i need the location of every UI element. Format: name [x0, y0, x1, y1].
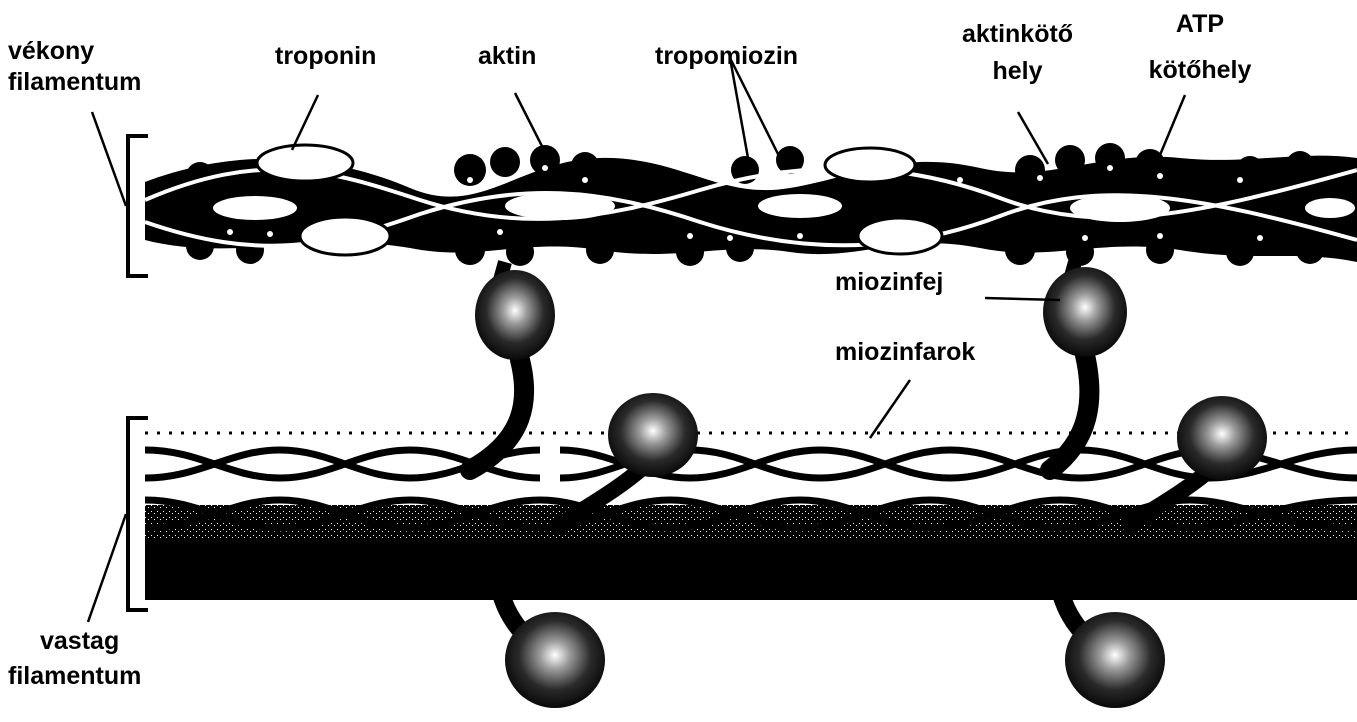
- atp-binding-site-label-line2: kötőhely: [1130, 54, 1270, 86]
- thin-filament: [145, 143, 1357, 266]
- myosin-head: [505, 612, 605, 708]
- thin-filament-label-line1: vékony: [8, 35, 94, 67]
- myosin-head: [1177, 396, 1267, 480]
- myosin-head: [475, 270, 555, 360]
- actin-binding-site-label-line2: hely: [925, 55, 1110, 87]
- thick-filament: [145, 433, 1357, 600]
- troponin-label: troponin: [275, 40, 376, 72]
- myosin-tail-label: miozinfarok: [835, 336, 975, 368]
- tropomyosin-leader: [730, 58, 748, 158]
- actin-binding-site-label-line1: aktinkötő: [925, 18, 1110, 50]
- thick-filament-label-line2: filamentum: [8, 660, 141, 692]
- troponin-leader: [292, 95, 318, 150]
- myosin-head: [608, 393, 698, 477]
- atp-binding-site-label-line1: ATP: [1130, 8, 1270, 40]
- actin-label: aktin: [478, 40, 536, 72]
- myosin-heads: [470, 262, 1267, 708]
- myosin-head-label: miozinfej: [835, 266, 943, 298]
- myosin-head: [1065, 612, 1165, 708]
- thin-filament-leader: [92, 112, 126, 206]
- myosin-tail-leader: [870, 380, 910, 438]
- actin-leader: [515, 93, 548, 158]
- thin-filament-label-line2: filamentum: [8, 66, 141, 98]
- tropomyosin-label: tropomiozin: [655, 40, 798, 72]
- myosin-head: [1043, 267, 1127, 357]
- atp-binding-site-leader: [1160, 95, 1185, 155]
- thick-filament-leader: [88, 514, 126, 622]
- tropomyosin-leader: [730, 58, 780, 158]
- thick-filament-label-line1: vastag: [40, 625, 119, 657]
